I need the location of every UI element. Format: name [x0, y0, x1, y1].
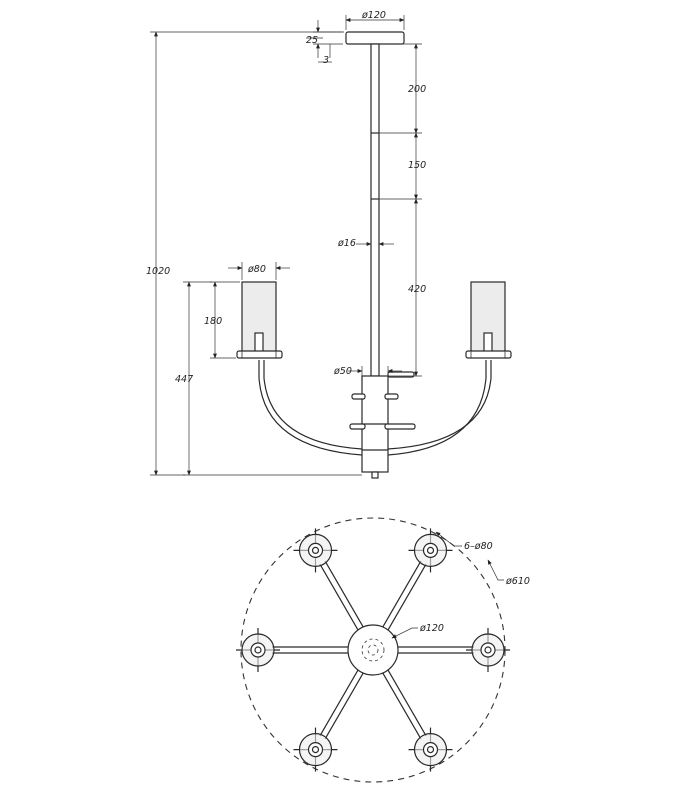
plan-shade-head [293, 528, 338, 573]
shade-height-label: 180 [204, 316, 222, 327]
right-arm [387, 360, 487, 456]
shade-dia-label: ø80 [247, 264, 266, 275]
canopy [345, 31, 405, 45]
plan-hub-dia-label: ø120 [419, 623, 444, 634]
plan-arm-line [387, 563, 427, 631]
arm-height-label: 447 [175, 374, 193, 385]
canopy-height-label: 25 [306, 35, 318, 46]
canopy-dia-label: ø120 [361, 10, 386, 21]
plan-arm-line [324, 560, 364, 628]
plan-arm-line [382, 672, 422, 740]
right-shade [465, 281, 512, 359]
stem-rod [370, 43, 380, 377]
plan-arm-line [319, 669, 359, 737]
plan-arm-line [382, 560, 422, 628]
canopy-rim-label: 3 [323, 55, 329, 66]
plan-view: 6–ø80 ø610 ø120 [236, 517, 530, 783]
seg-200-label: 200 [408, 84, 426, 95]
seg-420-label: 420 [408, 284, 426, 295]
plan-shade-head [466, 628, 510, 672]
plan-arm-line [387, 669, 427, 737]
side-view: ø120 25 3 200 150 420 ø16 ø50 [146, 10, 512, 479]
overall-dia-label: ø610 [505, 576, 530, 587]
plan-arm-line [324, 672, 364, 740]
plan-shade-head [293, 727, 338, 772]
plan-shade-head [236, 628, 280, 672]
left-shade [236, 281, 283, 359]
plan-arm-line [319, 563, 359, 631]
left-arm [258, 360, 363, 456]
plan-hub [347, 624, 399, 676]
hub-dia-label: ø50 [333, 366, 352, 377]
overall-height-label: 1020 [146, 266, 170, 277]
plan-shades [236, 528, 510, 772]
plan-shade-head [408, 727, 453, 772]
seg-150-label: 150 [408, 160, 426, 171]
rod-dia-label: ø16 [337, 238, 356, 249]
plan-shade-head [408, 528, 453, 573]
plan-arms [272, 560, 474, 740]
shades-count-label: 6–ø80 [464, 541, 493, 552]
